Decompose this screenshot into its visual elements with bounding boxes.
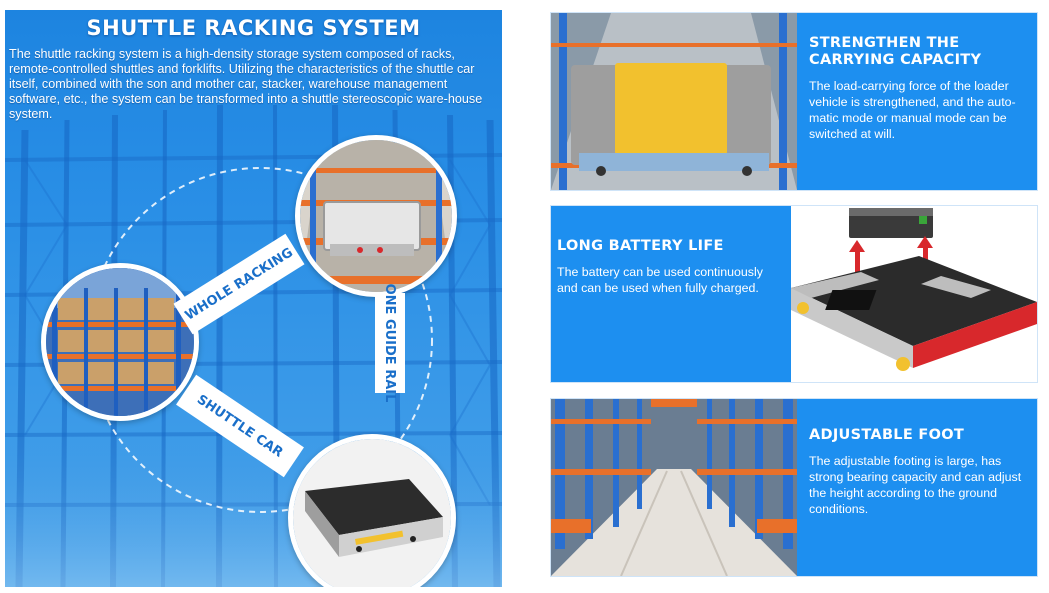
panel-title: SHUTTLE RACKING SYSTEM [86,16,421,40]
loader-vehicle-photo [551,13,797,190]
feature-text: The adjustable footing is large, has str… [809,454,1022,516]
feature-title: STRENGTHEN THE CARRYING CAPACITY [809,35,982,68]
feature-adjustable-foot: ADJUSTABLE FOOT The adjustable footing i… [550,398,1038,577]
panel-description: The shuttle racking system is a high-den… [9,47,483,121]
feature-strengthen-capacity: STRENGTHEN THE CARRYING CAPACITY The loa… [550,12,1038,191]
shuttle-car-photo [288,434,456,587]
battery-shuttle-photo [791,206,1037,382]
feature-long-battery-life: LONG BATTERY LIFE The battery can be use… [550,205,1038,383]
whole-racking-photo [41,263,199,421]
feature-text: The load-carrying force of the loader ve… [809,79,1016,141]
feature-text: The battery can be used continuously and… [557,265,763,295]
feature-title: ADJUSTABLE FOOT [809,427,965,443]
rack-aisle-photo [551,399,797,576]
guide-rail-photo [295,135,457,297]
feature-title: LONG BATTERY LIFE [557,238,724,254]
one-guide-rail-label: ONE GUIDE RAIL [375,284,405,402]
shuttle-racking-panel: SHUTTLE RACKING SYSTEM The shuttle racki… [5,10,502,587]
